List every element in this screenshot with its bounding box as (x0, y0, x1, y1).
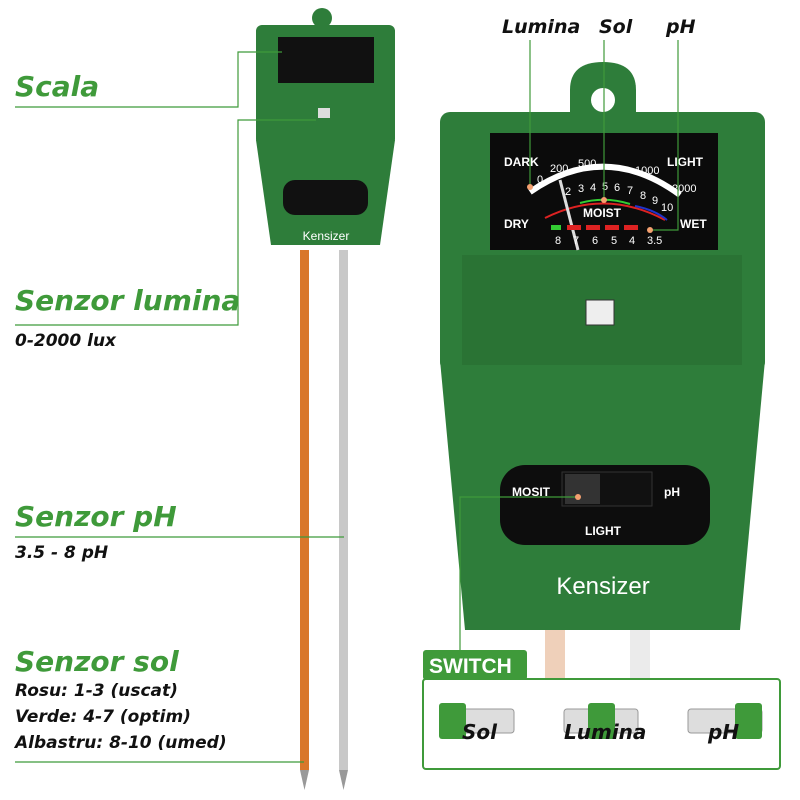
top-label-lumina: Lumina (502, 16, 581, 38)
label-scala: Scala (15, 70, 100, 103)
meter-light: LIGHT (667, 155, 704, 169)
ph-tick: 4 (629, 235, 635, 247)
moist-tick: 5 (602, 181, 608, 193)
moist-tick: 6 (614, 182, 620, 194)
moist-tick: 8 (640, 190, 646, 202)
switch-pos-ph: pH (708, 720, 740, 744)
moist-tick: 2 (565, 186, 571, 198)
switch-panel: SWITCH (422, 650, 781, 770)
large-device (440, 62, 765, 680)
meter-wet: WET (680, 217, 707, 231)
ph-tick: 6 (592, 235, 598, 247)
moist-tick: 10 (661, 202, 673, 214)
meter-moist: MOIST (583, 206, 622, 220)
ph-tick: 5 (611, 235, 617, 247)
switch-bottom-label: LIGHT (585, 524, 622, 538)
label-soil-sensor: Senzor sol (15, 645, 179, 678)
ph-tick: 7 (573, 235, 579, 247)
switch-left-label: MOSIT (512, 485, 551, 499)
top-label-ph: pH (666, 16, 696, 38)
moist-tick: 9 (652, 195, 658, 207)
moist-tick: 4 (590, 182, 596, 194)
label-light-sensor: Senzor lumina (15, 284, 241, 317)
small-device: Kensizer (256, 8, 395, 790)
moist-tick: 7 (627, 185, 633, 197)
switch-right-label: pH (664, 485, 680, 499)
switch-pos-lumina: Lumina (564, 720, 647, 744)
lux-tick: 1000 (635, 165, 659, 177)
lux-tick: 2000 (672, 183, 696, 195)
small-brand-text: Kensizer (303, 229, 350, 243)
meter-dark: DARK (504, 155, 539, 169)
light-range: 0-2000 lux (15, 331, 117, 351)
lux-tick: 200 (550, 163, 568, 175)
lux-tick: 500 (578, 158, 596, 170)
ph-range: 3.5 - 8 pH (15, 543, 109, 563)
leader-lines (15, 40, 679, 763)
switch-pos-sol: Sol (462, 720, 497, 744)
soil-blue: Albastru: 8-10 (umed) (15, 733, 227, 753)
lux-tick: 0 (537, 174, 543, 186)
switch-title: SWITCH (429, 655, 512, 678)
ph-tick: 3.5 (647, 235, 662, 247)
meter-dry: DRY (504, 217, 529, 231)
label-ph-sensor: Senzor pH (15, 500, 177, 533)
brand-logo: Kensizer (556, 573, 649, 600)
top-label-sol: Sol (599, 16, 633, 38)
moist-tick: 3 (578, 183, 584, 195)
soil-green: Verde: 4-7 (optim) (15, 707, 191, 727)
soil-red: Rosu: 1-3 (uscat) (15, 681, 178, 701)
ph-tick: 8 (555, 235, 561, 247)
